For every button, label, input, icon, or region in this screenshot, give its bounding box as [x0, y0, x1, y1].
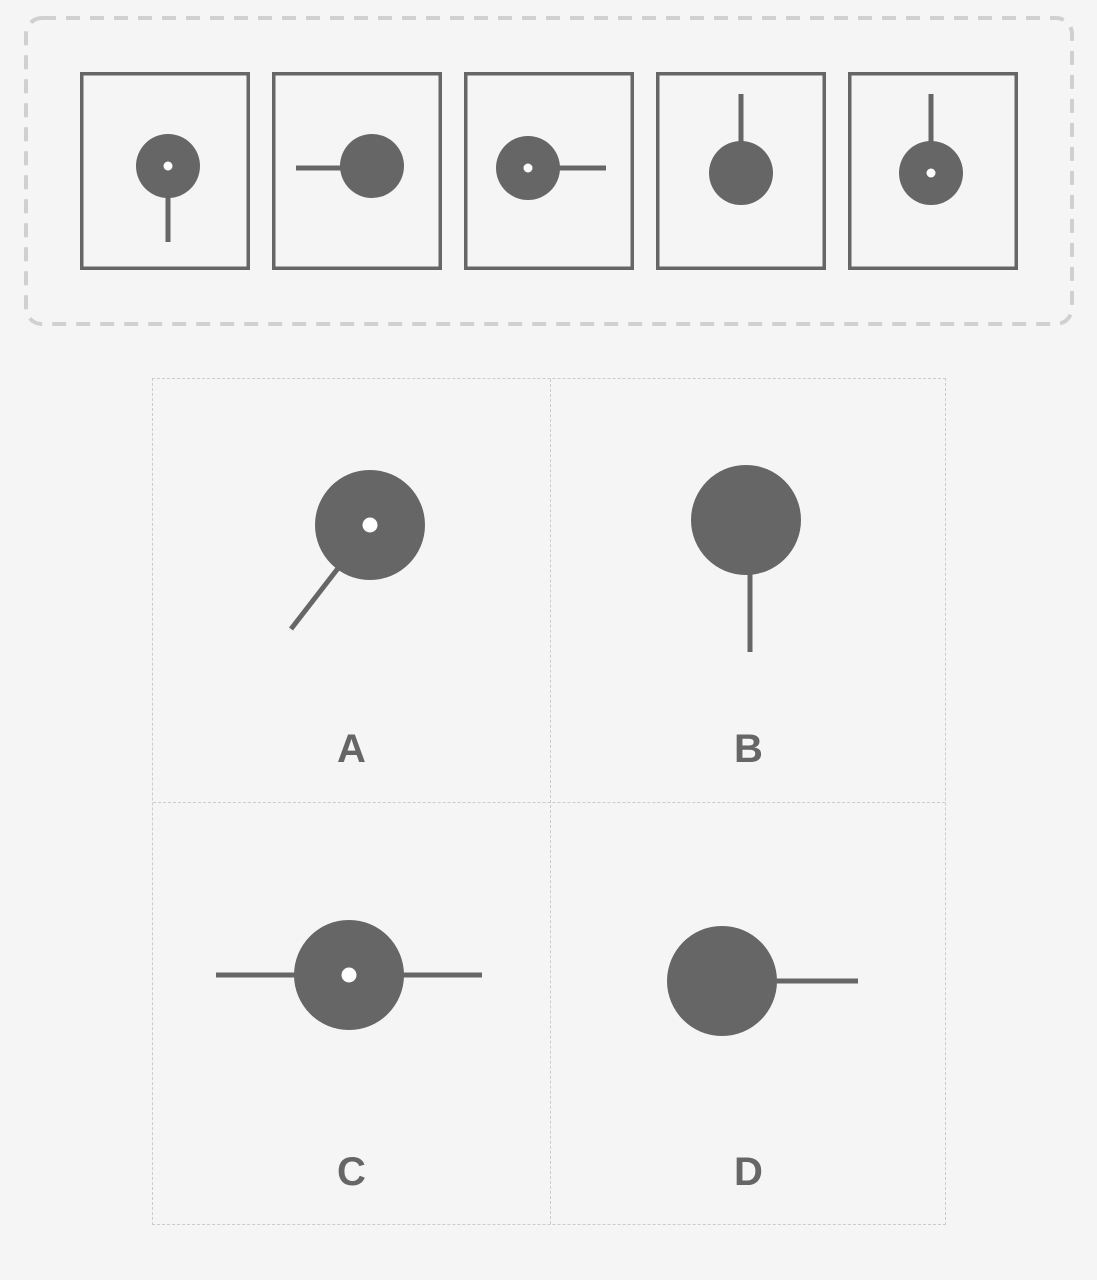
- option-a-label: A: [337, 727, 366, 771]
- stick: [289, 565, 341, 631]
- option-c-label: C: [337, 1150, 366, 1194]
- center-dot: [362, 517, 378, 533]
- option-c[interactable]: C: [153, 802, 550, 1225]
- sequence-figure-1: [79, 71, 251, 271]
- sequence-figure-3: [463, 71, 635, 271]
- answer-options-grid: A B C D: [152, 378, 946, 1225]
- sequence-figure-5: [847, 71, 1019, 271]
- option-b-label: B: [734, 727, 763, 771]
- circle: [691, 465, 801, 575]
- center-dot: [341, 967, 357, 983]
- grid-divider-vertical: [550, 379, 551, 1224]
- option-b[interactable]: B: [550, 379, 947, 802]
- grid-divider-horizontal: [153, 802, 945, 803]
- question-sequence-panel: [24, 16, 1074, 326]
- center-dot: [523, 163, 533, 173]
- option-d-label: D: [734, 1150, 763, 1194]
- option-a[interactable]: A: [153, 379, 550, 802]
- center-dot: [926, 168, 936, 178]
- circle: [709, 141, 773, 205]
- center-dot: [163, 161, 173, 171]
- sequence-figure-2: [271, 71, 443, 271]
- sequence-figure-4: [655, 71, 827, 271]
- sequence-panel-frame: [24, 16, 1074, 326]
- circle: [667, 926, 777, 1036]
- circle: [340, 134, 404, 198]
- option-d[interactable]: D: [550, 802, 947, 1225]
